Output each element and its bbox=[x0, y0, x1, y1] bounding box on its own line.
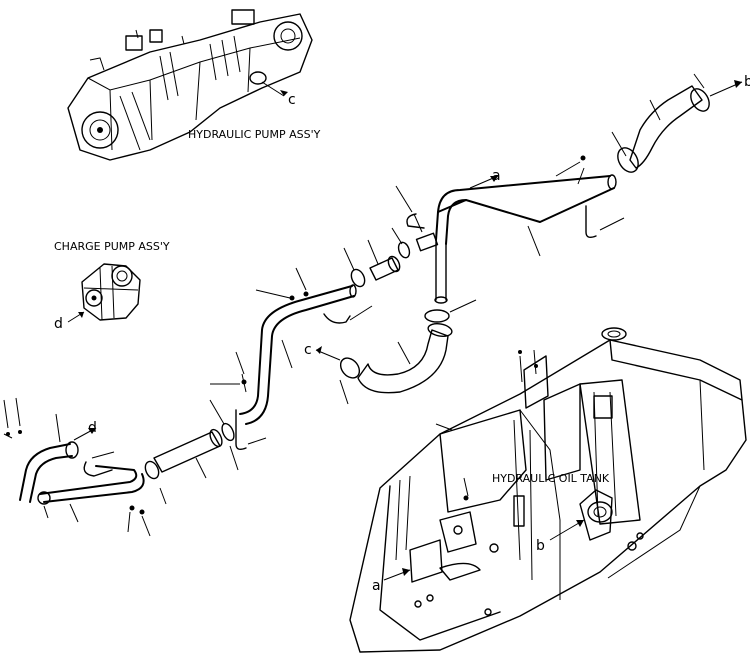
callout-a-tank: a bbox=[372, 578, 381, 594]
charge-pump-label: CHARGE PUMP ASS'Y bbox=[54, 240, 170, 253]
callout-d-charge: d bbox=[54, 316, 63, 332]
hydraulic-oil-tank-label: HYDRAULIC OIL TANK bbox=[492, 472, 610, 485]
rigid-pipe-upper: a bbox=[391, 168, 625, 323]
rigid-pipe-middle bbox=[210, 267, 357, 451]
callout-a-pipe: a bbox=[492, 168, 501, 184]
hydraulic-pump-assembly: c bbox=[67, 9, 313, 161]
callout-b-tank: b bbox=[536, 538, 545, 554]
upper-hose-group: b bbox=[555, 73, 750, 185]
charge-pump-assembly: d bbox=[54, 263, 141, 332]
callout-c-pump: c bbox=[288, 92, 296, 108]
hydraulic-pump-label: HYDRAULIC PUMP ASS'Y bbox=[188, 128, 321, 141]
callout-c-hose: c bbox=[304, 342, 312, 358]
middle-hose-group bbox=[323, 239, 401, 324]
callout-b-top: b bbox=[744, 74, 750, 90]
lower-left-pipe: d bbox=[3, 397, 151, 537]
callout-d-pipe: d bbox=[88, 420, 97, 436]
curved-hose-c: c bbox=[304, 323, 453, 405]
lower-hose-group bbox=[144, 399, 239, 505]
hydraulic-oil-tank: a b bbox=[349, 327, 747, 653]
